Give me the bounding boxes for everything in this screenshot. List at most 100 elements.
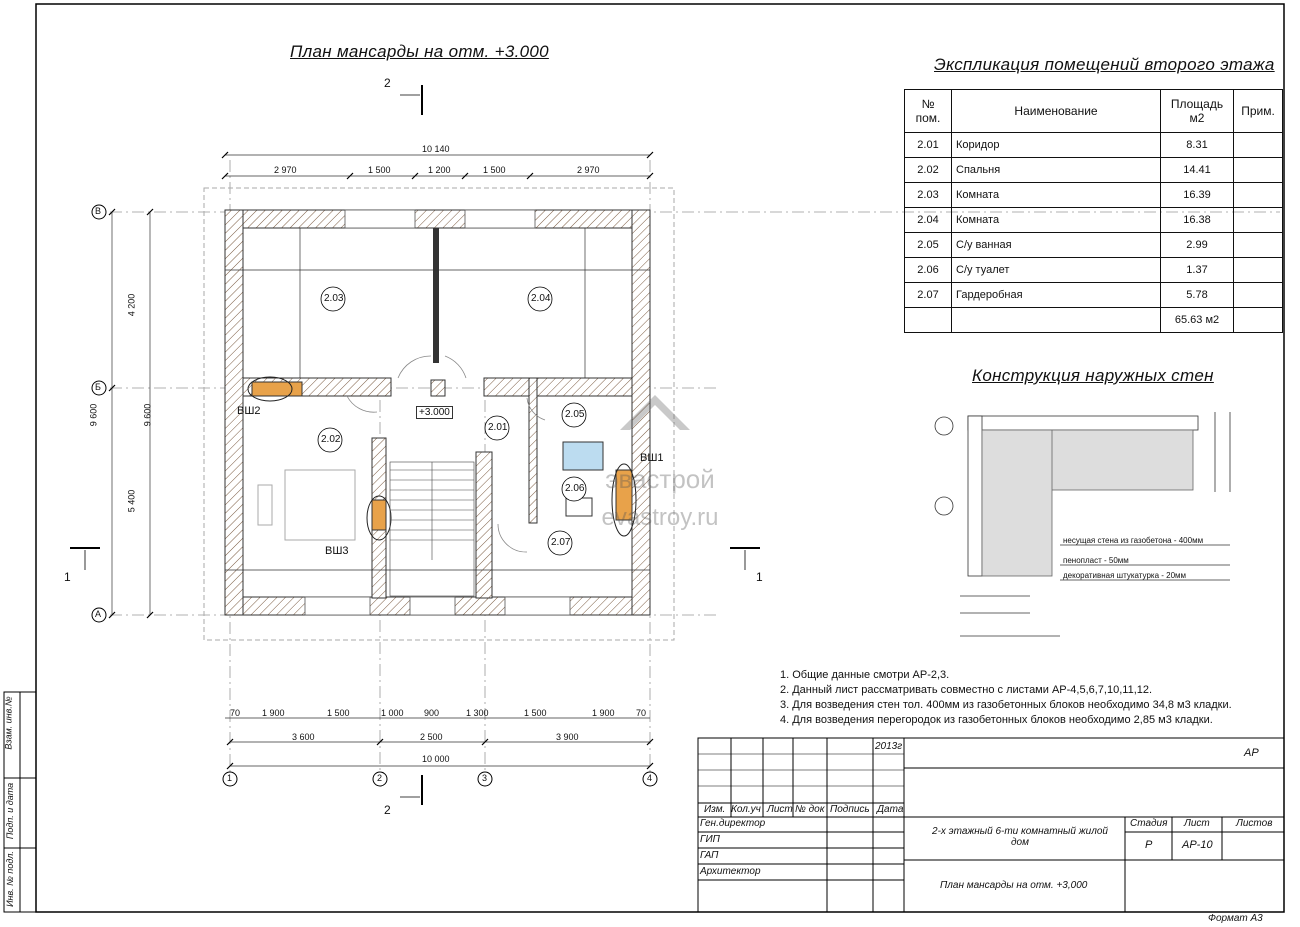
- level-mark: +3.000: [416, 406, 453, 419]
- axis-label: 2: [377, 773, 383, 783]
- side-label: Подп. и дата: [5, 782, 16, 840]
- notes: 1. Общие данные смотри АР-2,3. 2. Данный…: [780, 668, 1232, 728]
- format-label: Формат А3: [1208, 913, 1263, 924]
- dim-label: 900: [424, 708, 440, 718]
- room-label: 2.07: [551, 537, 571, 548]
- col-area: Площадь м2: [1160, 89, 1234, 133]
- explication-title: Экспликация помещений второго этажа: [934, 55, 1275, 74]
- room-label: 2.06: [565, 483, 585, 494]
- cell: 1.37: [1160, 257, 1234, 283]
- dim-label: 1 500: [327, 708, 350, 718]
- section-mark: 2: [384, 76, 391, 90]
- cell: 2.04: [904, 207, 952, 233]
- stamp-role: Ген.директор: [700, 818, 766, 829]
- note-line: 3. Для возведения стен тол. 400мм из газ…: [780, 699, 1232, 711]
- dim-label: 9 600: [142, 403, 153, 427]
- stamp-col: Лист: [767, 804, 793, 815]
- table-total-row: 65.63 м2: [904, 307, 1283, 333]
- dim-label: 1 900: [262, 708, 285, 718]
- cell: [1233, 132, 1283, 158]
- stamp-col: Кол.уч: [731, 804, 761, 815]
- cell: С/у ванная: [951, 232, 1161, 258]
- watermark-site: evastroy.ru: [602, 504, 719, 531]
- dim-label: 4 200: [126, 293, 137, 317]
- watermark-logo: эвастрой evastroy.ru: [602, 395, 719, 531]
- room-label: 2.04: [531, 293, 551, 304]
- cell: 8.31: [1160, 132, 1234, 158]
- dim-label: 1 500: [524, 708, 547, 718]
- stamp-col: № док: [795, 804, 825, 815]
- shaft-label: ВШ2: [237, 405, 261, 417]
- side-label: Взам. инв.№: [3, 696, 14, 750]
- stamp-role: Архитектор: [700, 866, 761, 877]
- dim-label: 70: [230, 708, 241, 718]
- dim-label: 1 500: [368, 165, 391, 175]
- stamp-project: 2-х этажный 6-ти комнатный жилой дом: [932, 826, 1108, 848]
- cell: 2.01: [904, 132, 952, 158]
- axis-label: 1: [227, 773, 233, 783]
- watermark-name: эвастрой: [605, 464, 715, 494]
- cell: 14.41: [1160, 157, 1234, 183]
- dim-label: 2 970: [577, 165, 600, 175]
- axis-label: 3: [482, 773, 488, 783]
- stamp-sheet-label: Лист: [1184, 818, 1210, 829]
- room-label: 2.02: [321, 434, 341, 445]
- dim-label: 1 000: [381, 708, 404, 718]
- wall-layer-label: несущая стена из газобетона - 400мм: [1063, 536, 1204, 545]
- col-num: № пом.: [904, 89, 952, 133]
- cell: 2.07: [904, 282, 952, 308]
- section-mark: 1: [64, 570, 71, 584]
- cell: [1233, 257, 1283, 283]
- col-note: Прим.: [1233, 89, 1283, 133]
- dim-label: 1 300: [466, 708, 489, 718]
- cell: [1233, 157, 1283, 183]
- room-label: 2.05: [565, 409, 585, 420]
- dim-label: 1 900: [592, 708, 615, 718]
- stamp-col: Дата: [877, 804, 904, 815]
- cell: Комната: [951, 207, 1161, 233]
- dim-label: 1 200: [428, 165, 451, 175]
- cell: [1233, 182, 1283, 208]
- cell: Коридор: [951, 132, 1161, 158]
- section-mark: 1: [756, 570, 763, 584]
- dim-label: 10 000: [422, 754, 450, 764]
- cell: [1233, 232, 1283, 258]
- cell: Гардеробная: [951, 282, 1161, 308]
- cell: Спальня: [951, 157, 1161, 183]
- cell: [951, 307, 1161, 333]
- axis-label: Б: [95, 382, 101, 392]
- stamp-sheet-title: План мансарды на отм. +3,000: [940, 880, 1088, 891]
- walls-title: Конструкция наружных стен: [972, 366, 1214, 385]
- dim-label: 1 500: [483, 165, 506, 175]
- dim-label: 10 140: [422, 144, 450, 154]
- dim-label: 2 500: [420, 732, 443, 742]
- note-line: 4. Для возведения перегородок из газобет…: [780, 714, 1213, 726]
- cell: [1233, 207, 1283, 233]
- dim-label: 70: [636, 708, 647, 718]
- explication-table: № пом. Наименование Площадь м2 Прим. 2.0…: [904, 89, 1283, 333]
- stamp-col: Подпись: [830, 804, 870, 815]
- stamp-stage-label: Стадия: [1130, 818, 1168, 829]
- cell: [1233, 307, 1283, 333]
- cell: 2.02: [904, 157, 952, 183]
- stamp-sheets-label: Листов: [1236, 818, 1273, 829]
- cell: 5.78: [1160, 282, 1234, 308]
- stamp-role: ГАП: [700, 850, 719, 861]
- stamp-stage: Р: [1145, 839, 1153, 851]
- dim-label: 3 900: [556, 732, 579, 742]
- cell: [1233, 282, 1283, 308]
- axis-label: 4: [647, 773, 653, 783]
- cell: 16.39: [1160, 182, 1234, 208]
- stamp-code: АР: [1244, 747, 1259, 759]
- wall-layer-label: пенопласт - 50мм: [1063, 556, 1129, 565]
- cell: 16.38: [1160, 207, 1234, 233]
